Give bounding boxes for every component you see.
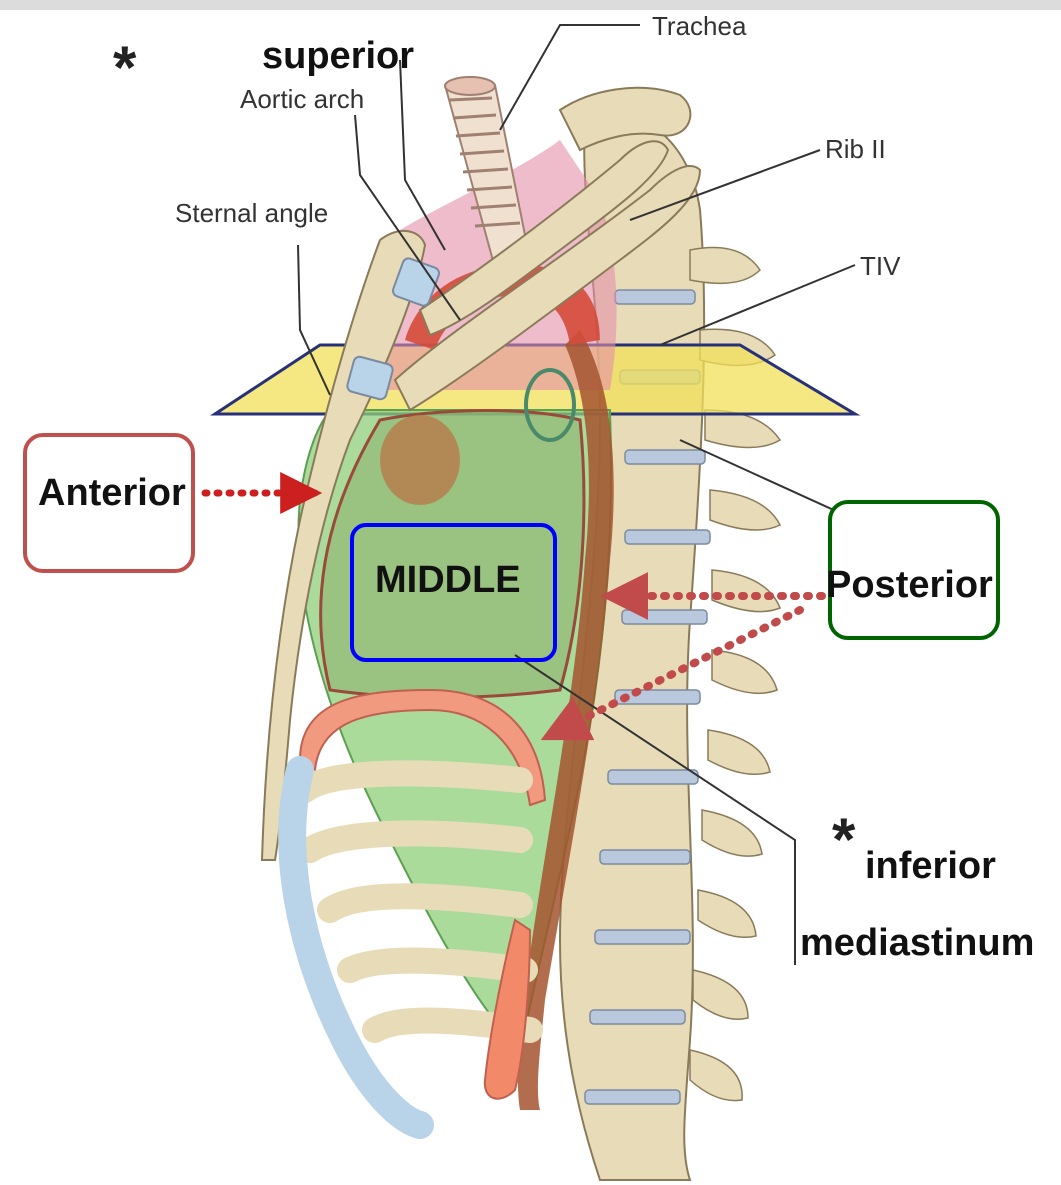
label-mediastinum: mediastinum [800, 922, 1034, 964]
heart-shadow [380, 415, 460, 505]
label-superior: superior [262, 35, 414, 77]
label-posterior: Posterior [826, 564, 993, 606]
star-superior: * [113, 34, 137, 101]
label-rib-ii: Rib II [825, 134, 886, 164]
label-sternal-angle: Sternal angle [175, 198, 328, 228]
label-anterior: Anterior [38, 472, 186, 514]
label-aortic-arch: Aortic arch [240, 84, 364, 114]
star-inferior: * [832, 806, 856, 873]
label-trachea: Trachea [652, 11, 747, 41]
label-middle: MIDDLE [375, 559, 521, 601]
label-tiv: TIV [860, 251, 901, 281]
top-border [0, 0, 1061, 10]
label-inferior: inferior [865, 845, 996, 887]
